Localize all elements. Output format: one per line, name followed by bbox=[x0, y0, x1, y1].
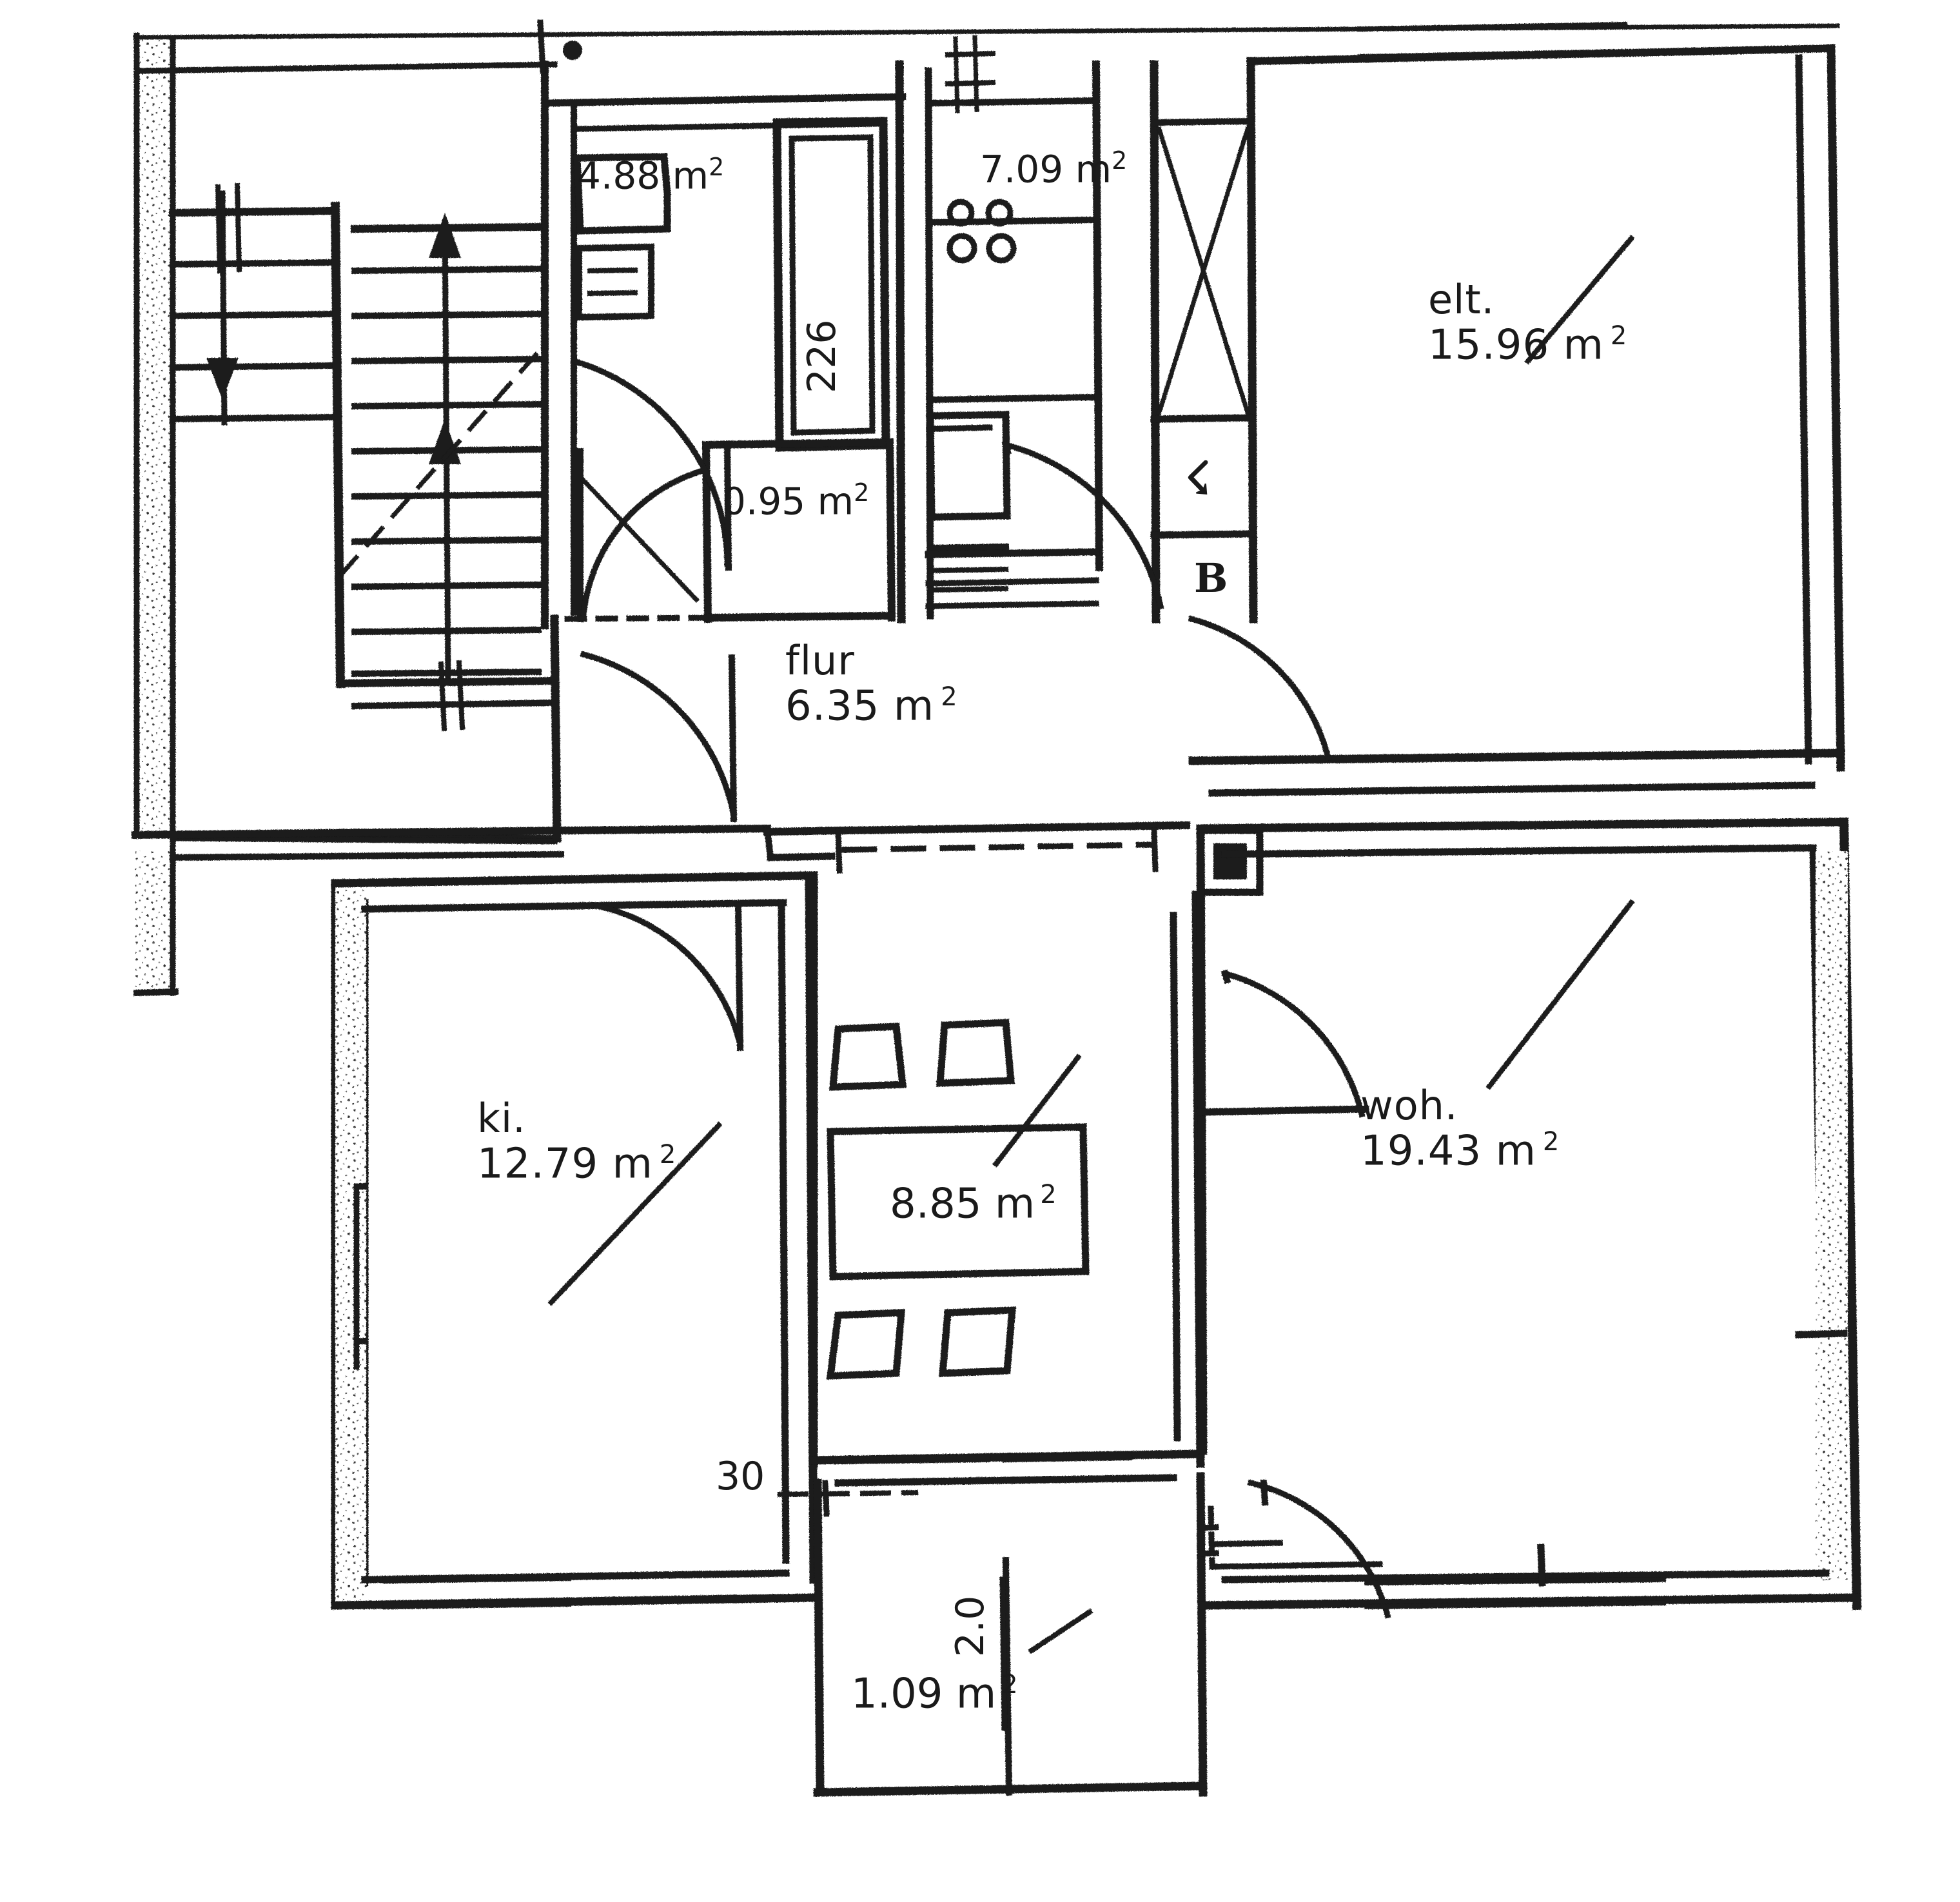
wc-area-value: 0.95 m bbox=[722, 479, 854, 524]
bath-area-value: 4.88 m bbox=[577, 153, 709, 198]
flur-room-name: flur bbox=[785, 637, 855, 684]
lightning-bolt-icon: ☇ bbox=[1185, 451, 1211, 505]
kitchenette-area-value: 7.09 m bbox=[980, 147, 1112, 191]
balcony-area-exponent: 2 bbox=[1001, 1670, 1018, 1700]
flur-area-value: 6.35 m bbox=[785, 682, 935, 730]
kitchenette-area-exponent: 2 bbox=[1112, 146, 1128, 175]
ki-room-name: ki. bbox=[477, 1095, 526, 1142]
dimension-wall-offset: 30 bbox=[716, 1454, 765, 1499]
wc-area-exponent: 2 bbox=[854, 478, 870, 507]
woh-area-exponent: 2 bbox=[1542, 1127, 1560, 1157]
dimension-bathtub-length: 226 bbox=[799, 319, 845, 393]
service-shaft-marker-icon: B bbox=[1194, 554, 1228, 602]
elt-area-value: 15.96 m bbox=[1428, 321, 1604, 369]
balcony-area-value: 1.09 m bbox=[851, 1670, 997, 1718]
room-area-bath: 4.88 m2 bbox=[577, 155, 724, 194]
room-area-wc: 0.95 m2 bbox=[722, 480, 869, 520]
woh-room-name: woh. bbox=[1360, 1082, 1458, 1129]
ki-area-exponent: 2 bbox=[659, 1140, 677, 1170]
elt-area-exponent: 2 bbox=[1610, 321, 1628, 351]
flur-area-exponent: 2 bbox=[941, 682, 958, 712]
elt-room-name: elt. bbox=[1428, 276, 1495, 323]
woh-area-value: 19.43 m bbox=[1360, 1127, 1536, 1175]
dining-area-value: 8.85 m bbox=[890, 1180, 1035, 1228]
dimension-balcony-depth: 2.0 bbox=[948, 1595, 993, 1657]
dining-area-exponent: 2 bbox=[1040, 1180, 1057, 1210]
bath-area-exponent: 2 bbox=[709, 153, 725, 181]
ki-area-value: 12.79 m bbox=[477, 1140, 653, 1188]
room-area-kitchenette: 7.09 m2 bbox=[980, 148, 1127, 188]
